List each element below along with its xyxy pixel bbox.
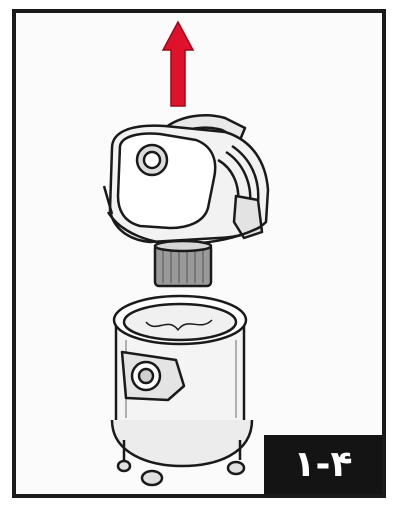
arrow-up-icon bbox=[163, 22, 193, 106]
vacuum-filter-icon bbox=[155, 241, 211, 286]
vacuum-motor-head-icon bbox=[104, 115, 268, 244]
vacuum-tank-icon bbox=[112, 296, 252, 485]
step-number-badge: ۱-۴ bbox=[264, 435, 382, 494]
